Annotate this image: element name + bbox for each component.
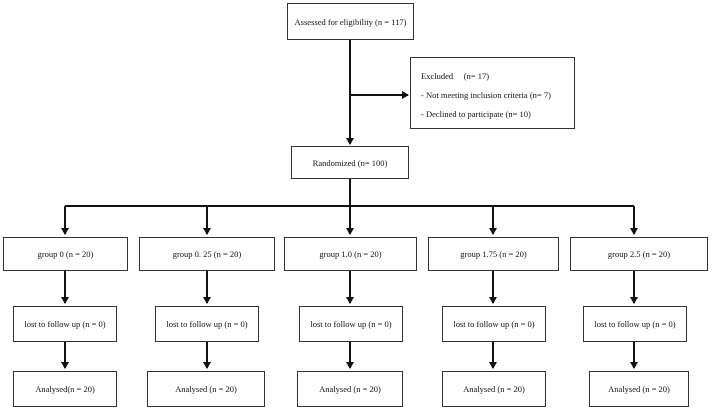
group-box: group 0 (n = 20) <box>3 237 128 271</box>
excluded-item: - Declined to participate (n= 10) <box>421 109 531 119</box>
analysed-label: Analysed (n = 20) <box>608 384 670 394</box>
randomized-box: Randomized (n= 100) <box>291 146 409 179</box>
analysed-label: Analysed(n = 20) <box>35 384 95 394</box>
lost-to-follow-up-box: lost to follow up (n = 0) <box>583 306 687 342</box>
analysed-box: Analysed (n = 20) <box>147 371 265 407</box>
lost-to-follow-up-box: lost to follow up (n = 0) <box>299 306 403 342</box>
analysed-box: Analysed (n = 20) <box>442 371 546 407</box>
lost-to-follow-up-box: lost to follow up (n = 0) <box>155 306 259 342</box>
lost-label: lost to follow up (n = 0) <box>310 319 392 329</box>
group-box: group 1.75 (n = 20) <box>428 237 559 271</box>
group-box: group 0. 25 (n = 20) <box>139 237 275 271</box>
lost-label: lost to follow up (n = 0) <box>166 319 248 329</box>
group-label: group 1.75 (n = 20) <box>460 249 527 259</box>
group-label: group 0. 25 (n = 20) <box>172 249 242 259</box>
excluded-box: Excluded (n= 17) - Not meeting inclusion… <box>410 57 575 129</box>
group-label: group 2.5 (n = 20) <box>607 249 671 259</box>
analysed-box: Analysed (n = 20) <box>589 371 689 407</box>
excluded-title: Excluded (n= 17) <box>421 71 490 81</box>
lost-label: lost to follow up (n = 0) <box>453 319 535 329</box>
group-label: group 0 (n = 20) <box>37 249 94 259</box>
analysed-label: Analysed (n = 20) <box>175 384 237 394</box>
analysed-label: Analysed (n = 20) <box>463 384 525 394</box>
lost-label: lost to follow up (n = 0) <box>594 319 676 329</box>
lost-to-follow-up-box: lost to follow up (n = 0) <box>442 306 546 342</box>
randomized-text: Randomized (n= 100) <box>312 157 388 168</box>
group-box: group 2.5 (n = 20) <box>570 237 708 271</box>
excluded-item: - Not meeting inclusion criteria (n= 7) <box>421 90 551 100</box>
group-label: group 1.0 (n = 20) <box>319 249 382 259</box>
assessed-box: Assessed for eligibility (n = 117) <box>287 3 414 40</box>
analysed-box: Analysed (n = 20) <box>297 371 403 407</box>
group-box: group 1.0 (n = 20) <box>284 237 417 271</box>
analysed-label: Analysed (n = 20) <box>319 384 381 394</box>
lost-label: lost to follow up (n = 0) <box>24 319 106 329</box>
analysed-box: Analysed(n = 20) <box>13 371 117 407</box>
lost-to-follow-up-box: lost to follow up (n = 0) <box>13 306 117 342</box>
assessed-text: Assessed for eligibility (n = 117) <box>294 16 407 27</box>
